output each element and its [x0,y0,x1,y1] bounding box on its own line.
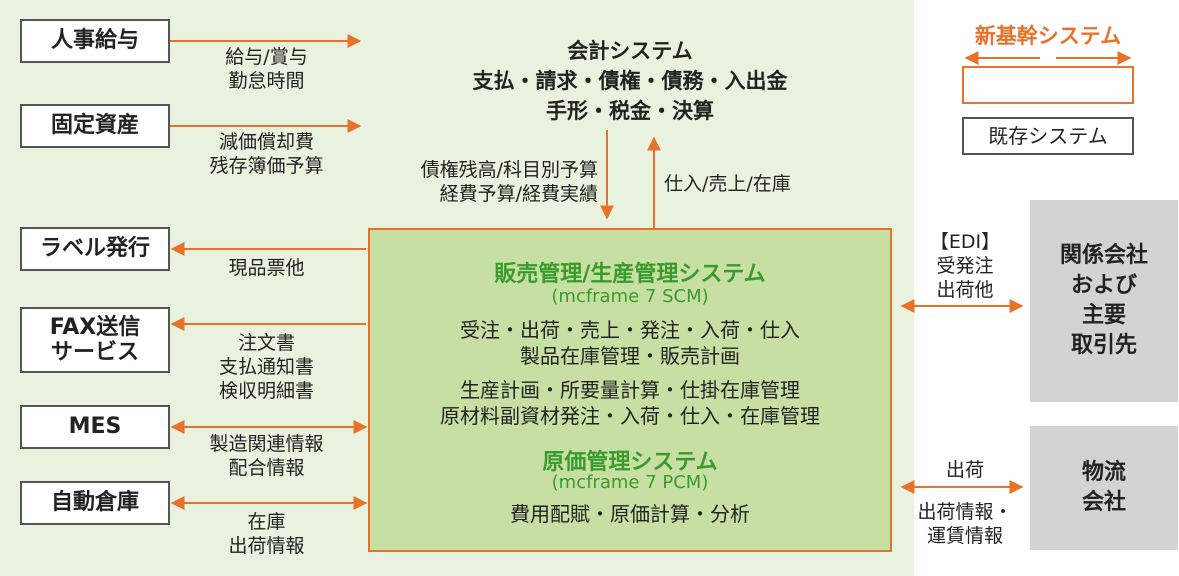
edi-flow-label: 【EDI】受発注出荷他 [929,231,1001,301]
assets-flow-label: 減価償却費残存簿価予算 [209,131,324,177]
fax-service-box: FAX送信 サービス [20,307,170,373]
payroll-label: 人事給与 [50,28,139,54]
logistics-flow-bottom-label: 出荷情報・運賃情報 [917,501,1013,547]
label-flow-label: 現品票他 [228,257,305,279]
fixed-assets-box: 固定資産 [20,104,170,148]
accounting-line2: 手形・税金・決算 [546,99,714,123]
from-core-flow-label: 仕入/売上/在庫 [664,173,791,195]
core-line1: 受注・出荷・売上・発注・入荷・仕入 [460,318,800,342]
core-title: 販売管理/生産管理システム [494,262,766,287]
mes-box: MES [20,405,170,449]
payroll-flow-label: 給与/賞与勤怠時間 [225,46,308,92]
core-line3: 生産計画・所要量計算・仕掛在庫管理 [460,378,800,402]
accounting-title: 会計システム [567,39,693,63]
affiliates-box: 関係会社 および 主要 取引先 [1030,200,1178,402]
logistics-company-box: 物流 会社 [1030,426,1178,550]
legend-new-system-swatch [962,66,1134,104]
label-issue-box: ラベル発行 [20,227,170,271]
accounting-line1: 支払・請求・債権・債務・入出金 [472,69,788,93]
mes-label: MES [68,414,122,440]
core-subtitle: (mcframe 7 SCM) [551,286,709,307]
fax-label-line1: FAX送信 [49,314,141,340]
auto-warehouse-label: 自動倉庫 [50,490,139,516]
payroll-system-box: 人事給与 [20,19,170,63]
mes-flow-label: 製造関連情報配合情報 [209,433,324,479]
fax-flow-label: 注文書支払通知書検収明細書 [218,332,314,402]
label-issue-label: ラベル発行 [39,236,150,262]
fax-label-line2: サービス [50,340,139,365]
core-line2: 製品在庫管理・販売計画 [520,344,740,368]
auto-warehouse-box: 自動倉庫 [20,481,170,525]
to-accounting-flow-label: 債権残高/科目別予算経費予算/経費実績 [420,159,598,205]
cost-line1: 費用配賦・原価計算・分析 [510,502,750,526]
accounting-system: 会計システム 支払・請求・債権・債務・入出金 手形・税金・決算 [450,36,810,126]
logistics-flow-top-label: 出荷 [945,459,984,481]
legend-existing-system-box: 既存システム [962,117,1134,155]
core-line4: 原材料副資材発注・入荷・仕入・在庫管理 [440,404,820,428]
warehouse-flow-label: 在庫出荷情報 [228,511,305,557]
core-system-box: 販売管理/生産管理システム (mcframe 7 SCM) 受注・出荷・売上・発… [368,228,892,552]
fixed-assets-label: 固定資産 [50,113,139,139]
cost-title: 原価管理システム [542,450,718,475]
cost-subtitle: (mcframe 7 PCM) [551,472,709,493]
legend-new-system-label: 新基幹システム [974,24,1122,48]
